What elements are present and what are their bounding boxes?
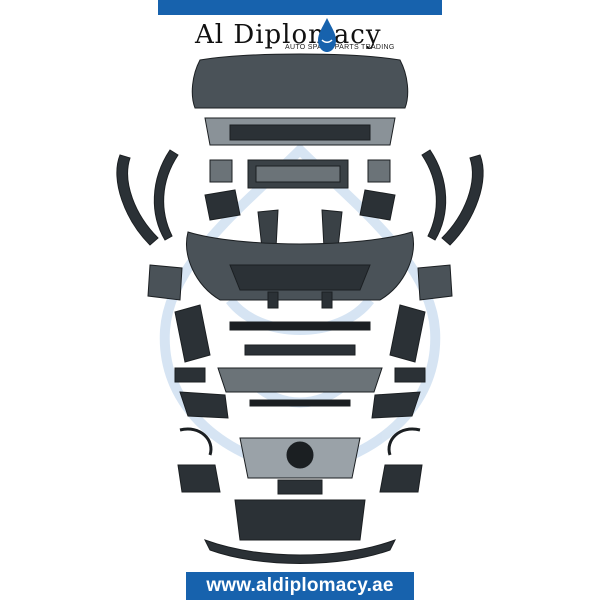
rear-bumper [191, 53, 409, 109]
left-fog-frame [179, 391, 229, 419]
website-banner: www.aldiplomacy.ae [186, 572, 414, 600]
lower-mesh-grille [217, 367, 383, 393]
left-skirt-end [147, 264, 183, 301]
right-duct-bracket [359, 189, 396, 221]
brand-logo: Al Diplomacy AUTO SPARE PARTS TRADING [195, 20, 415, 60]
right-chrome-trim [387, 427, 421, 456]
star-emblem [286, 441, 314, 469]
right-small-trim [394, 367, 426, 383]
left-rear-arch [153, 149, 179, 241]
lower-lip-strip [229, 321, 371, 331]
right-fog-frame [371, 391, 421, 419]
right-skirt-end [417, 264, 453, 301]
right-rear-arch [421, 149, 447, 241]
left-duct-bracket [204, 189, 241, 221]
right-side-cover [321, 209, 343, 249]
rear-diffuser-insert [229, 124, 371, 141]
left-small-trim [174, 367, 206, 383]
top-banner-bar [158, 0, 442, 15]
left-chrome-trim [179, 427, 213, 456]
left-side-cover [257, 209, 279, 249]
lower-bumper-insert [234, 499, 366, 541]
left-lower-duct [177, 464, 221, 493]
brand-name: Al Diplomacy [195, 20, 382, 50]
website-link[interactable]: www.aldiplomacy.ae [206, 575, 394, 596]
license-plate-bracket [277, 479, 323, 495]
left-front-arch [116, 154, 159, 246]
front-splitter [203, 539, 397, 564]
arabic-calligraphy-drop-icon [318, 18, 336, 52]
left-light-bracket [209, 159, 233, 183]
center-bracket [267, 291, 279, 309]
left-bumper-bracket [174, 304, 211, 363]
brand-tagline: AUTO SPARE PARTS TRADING [285, 44, 395, 51]
right-bumper-bracket [389, 304, 426, 363]
right-light-bracket [367, 159, 391, 183]
right-lower-duct [379, 464, 423, 493]
right-front-arch [441, 154, 484, 246]
